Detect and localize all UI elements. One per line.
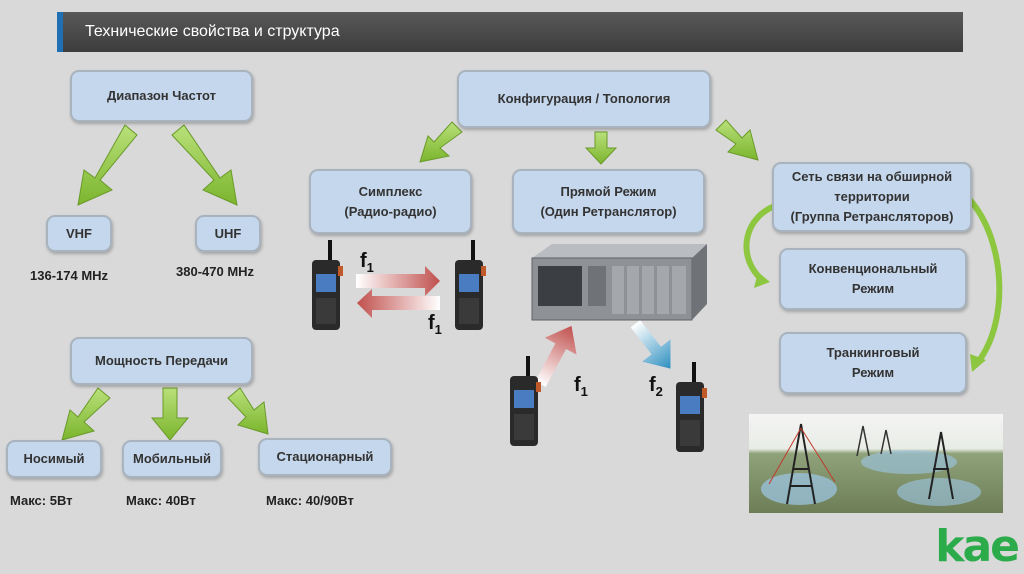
- radio-simplex-left: [312, 240, 343, 330]
- simplex-box: Симплекс (Радио-радио): [309, 169, 472, 234]
- radio-downlink: [676, 362, 707, 452]
- portable-box: Носимый: [6, 440, 102, 478]
- arrow-to-direct: [584, 131, 618, 165]
- conventional-label-1: Конвенциональный: [808, 261, 938, 276]
- tx-power-box: Мощность Передачи: [70, 337, 253, 385]
- slide-title: Технические свойства и структура: [85, 23, 340, 40]
- freq-range-box: Диапазон Частот: [70, 70, 253, 122]
- f2-label-downlink: f2: [649, 374, 663, 399]
- arrow-to-portable: [61, 387, 111, 441]
- radio-simplex-right: [455, 240, 486, 330]
- config-topology-label: Конфигурация / Топология: [497, 91, 671, 106]
- simplex-label-1: Симплекс: [358, 183, 423, 199]
- mobile-box: Мобильный: [122, 440, 222, 478]
- arrow-to-vhf: [77, 124, 138, 206]
- stationary-max: Макс: 40/90Вт: [266, 493, 354, 508]
- uhf-box: UHF: [195, 215, 261, 252]
- radio-uplink: [510, 356, 541, 446]
- conventional-mode-box: Конвенциональный Режим: [779, 248, 967, 310]
- freq-range-label: Диапазон Частот: [106, 88, 217, 103]
- tx-power-label: Мощность Передачи: [94, 353, 228, 368]
- kae-logo: kae: [935, 521, 1020, 572]
- uhf-label: UHF: [214, 225, 242, 241]
- slide-title-bar: Технические свойства и структура: [57, 12, 963, 52]
- downlink-arrow: [630, 320, 671, 369]
- mobile-max: Макс: 40Вт: [126, 493, 196, 508]
- portable-max: Макс: 5Вт: [10, 493, 73, 508]
- direct-mode-box: Прямой Режим (Один Ретранслятор): [512, 169, 705, 234]
- arrow-to-simplex: [419, 121, 463, 163]
- arrow-to-uhf: [171, 124, 238, 206]
- curve-arrow-left: [743, 202, 780, 283]
- vhf-box: VHF: [46, 215, 112, 252]
- wide-area-label-3: (Группа Ретрансляторов): [790, 209, 954, 224]
- wide-area-label-2: территории: [834, 189, 910, 204]
- uplink-arrow: [535, 325, 577, 387]
- wide-area-box: Сеть связи на обширной территории (Групп…: [772, 162, 972, 232]
- wide-area-network-image: [749, 414, 1003, 513]
- simplex-label-2: (Радио-радио): [344, 203, 437, 219]
- direct-mode-label-2: (Один Ретранслятор): [540, 203, 677, 219]
- f1-label-uplink: f1: [574, 374, 588, 399]
- f1-label-simplex-top: f1: [360, 250, 374, 275]
- f1-label-simplex-bottom: f1: [428, 312, 442, 337]
- trunking-label-1: Транкинговый: [826, 345, 920, 360]
- curve-arrow-right: [967, 198, 1003, 364]
- repeater-rack: [531, 244, 707, 321]
- config-topology-box: Конфигурация / Топология: [457, 70, 711, 128]
- stationary-box: Стационарный: [258, 438, 392, 476]
- arrow-to-stationary: [227, 387, 269, 435]
- uhf-range: 380-470 MHz: [176, 264, 255, 279]
- conventional-label-2: Режим: [851, 281, 895, 296]
- vhf-range: 136-174 MHz: [30, 268, 109, 283]
- trunking-label-2: Режим: [851, 365, 895, 380]
- portable-label: Носимый: [23, 451, 85, 466]
- wide-area-label-1: Сеть связи на обширной: [791, 169, 953, 184]
- arrow-to-mobile: [150, 387, 190, 441]
- direct-mode-label-1: Прямой Режим: [560, 183, 657, 199]
- mobile-label: Мобильный: [133, 451, 211, 466]
- arrow-to-wide-area: [715, 119, 759, 161]
- trunking-mode-box: Транкинговый Режим: [779, 332, 967, 394]
- stationary-label: Стационарный: [276, 449, 374, 464]
- simplex-arrow-right: [356, 266, 440, 296]
- simplex-arrow-left: [357, 289, 440, 318]
- vhf-label: VHF: [66, 225, 92, 241]
